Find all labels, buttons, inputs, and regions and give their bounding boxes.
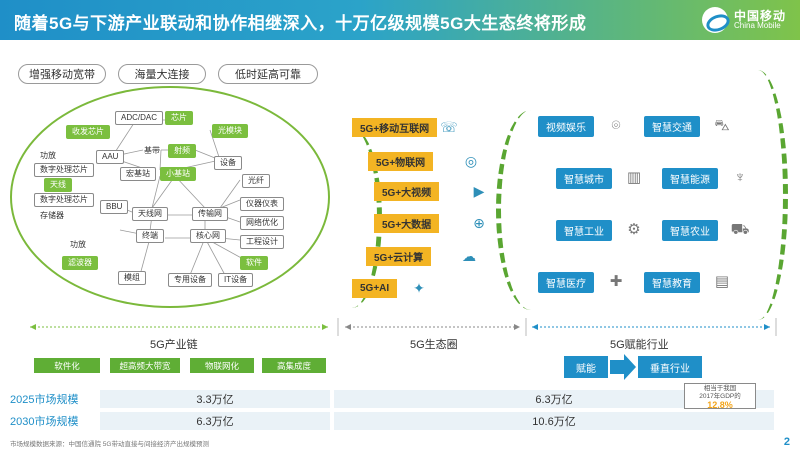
camera-icon: ⌾	[611, 117, 621, 134]
page-title: 随着5G与下游产业联动和协作相继深入，十万亿级规模5G大生态终将形成	[14, 14, 587, 33]
eco-mobile-internet: 5G+移动互联网	[352, 118, 438, 137]
logo-name-cn: 中国移动	[733, 8, 786, 23]
node-power-amp-2: 功放	[70, 240, 86, 249]
medical-kit-icon: ✚	[609, 273, 623, 290]
tractor-icon: ⛟	[730, 221, 750, 238]
eco-big-video: 5G+大视频	[374, 182, 440, 201]
node-adc-dac: ADC/DAC	[115, 111, 164, 125]
pill-urllc: 低时延高可靠	[218, 64, 318, 84]
pill-mmtc: 海量大连接	[118, 64, 206, 84]
mobile-icon: ☏	[440, 119, 458, 135]
node-antenna: 天线	[44, 178, 72, 192]
eco-big-data: 5G+大数据	[374, 214, 440, 233]
node-antenna-rf: 射频	[168, 144, 196, 158]
gdp-callout: 相当于我国 2017年GDP的 12.8%	[684, 383, 756, 410]
node-filter: 滤波器	[62, 256, 98, 270]
cell-bg	[334, 412, 774, 430]
node-chip: 芯片	[165, 111, 193, 125]
video-icon: ▶	[473, 183, 485, 199]
row-label-2030: 2030市场规模	[10, 416, 79, 428]
label-ecosphere: 5G生态圈	[410, 339, 458, 351]
industry-smart-agriculture: 智慧农业	[662, 220, 718, 241]
city-icon: ▥	[626, 169, 642, 186]
pill-embb: 增强移动宽带	[18, 64, 106, 84]
node-dedicated-equip: 专用设备	[168, 273, 212, 287]
node-meter: 仪器仪表	[240, 197, 284, 211]
cell-bg	[100, 412, 330, 430]
chip-iot: 物联网化	[190, 358, 254, 373]
node-module: 模组	[118, 271, 146, 285]
node-baseband: 基带	[144, 146, 160, 155]
chip-integration: 高集成度	[262, 358, 326, 373]
gdp-line2: 2017年GDP的	[699, 393, 741, 400]
table-row-2030: 2030市场规模 6.3万亿 10.6万亿	[10, 412, 780, 430]
data-globe-icon: ⊕	[473, 215, 485, 231]
chain-value-2025: 3.3万亿	[196, 394, 234, 406]
gdp-line1: 相当于我国	[703, 385, 737, 392]
node-storage: 存储器	[40, 211, 64, 220]
node-dsp-chip: 数字处理芯片	[34, 163, 94, 177]
node-eng-design: 工程设计	[240, 235, 284, 249]
node-terminal: 终端	[136, 229, 164, 243]
iot-icon: ◎	[464, 153, 478, 169]
node-software: 软件	[240, 256, 268, 270]
ai-icon: ✦	[413, 280, 425, 296]
gdp-percentage: 12.8%	[707, 400, 733, 410]
education-board-icon: ▤	[714, 273, 730, 290]
industry-smart-medical: 智慧医疗	[538, 272, 594, 293]
row-label-2025: 2025市场规模	[10, 394, 79, 406]
node-small-bs: 小基站	[160, 167, 196, 181]
node-core: 核心网	[190, 229, 226, 243]
enable-box: 赋能	[564, 356, 608, 378]
vertical-industry-box: 垂直行业	[638, 356, 702, 378]
page-number: 2	[783, 436, 790, 448]
cell-bg	[334, 390, 774, 408]
node-aau: AAU	[96, 150, 125, 164]
eco-cloud: 5G+云计算	[366, 247, 432, 266]
label-empower-industry: 5G赋能行业	[610, 339, 669, 351]
eco-iot: 5G+物联网	[368, 152, 434, 171]
cell-bg	[100, 390, 330, 408]
industry-smart-city: 智慧城市	[556, 168, 612, 189]
middle-dashed-arc	[496, 110, 566, 310]
eco-value-2030: 10.6万亿	[532, 416, 576, 428]
node-net-opt: 网络优化	[240, 216, 284, 230]
right-dashed-arc	[728, 70, 788, 320]
node-fiber: 光纤	[242, 174, 270, 188]
node-rf-chip: 收发芯片	[66, 125, 110, 139]
chain-value-2030: 6.3万亿	[196, 416, 234, 428]
industry-smart-traffic: 智慧交通	[644, 116, 700, 137]
label-industry-chain: 5G产业链	[150, 339, 198, 351]
industry-smart-energy: 智慧能源	[662, 168, 718, 189]
node-optical-module: 光模块	[212, 124, 248, 138]
footnote-source: 市场规模数据来源：中国信通院 5G带动直接与间接经济产出规模预测	[10, 441, 209, 448]
node-ran: 天线网	[132, 207, 168, 221]
car-icon: ⛍	[714, 117, 730, 134]
node-macro-bs: 宏基站	[120, 167, 156, 181]
industry-smart-education: 智慧教育	[644, 272, 700, 293]
eco-ai: 5G+AI	[352, 279, 398, 298]
eco-value-2025: 6.3万亿	[535, 394, 573, 406]
node-transport: 传输网	[192, 207, 228, 221]
chip-high-freq: 超高频大带宽	[110, 358, 180, 373]
chip-software: 软件化	[34, 358, 100, 373]
cloud-icon: ☁	[462, 248, 476, 264]
header-bar: 随着5G与下游产业联动和协作相继深入，十万亿级规模5G大生态终将形成 中国移动 …	[0, 0, 800, 40]
industry-smart-industry: 智慧工业	[556, 220, 612, 241]
node-bbu: BBU	[100, 200, 129, 214]
table-row-2025: 2025市场规模 3.3万亿 6.3万亿	[10, 390, 780, 408]
industry-video-entertainment: 视频娱乐	[538, 116, 594, 137]
logo-name-en: China Mobile	[733, 21, 781, 31]
node-dsp: 数字处理芯片	[34, 193, 94, 207]
node-power-amp: 功放	[40, 151, 56, 160]
node-equipment: 设备	[214, 156, 242, 170]
gear-icon: ⚙	[627, 221, 641, 238]
node-it-equip: IT设备	[218, 273, 254, 287]
china-mobile-logo: 中国移动 China Mobile	[701, 5, 786, 35]
china-mobile-logo-icon	[701, 7, 728, 33]
energy-tower-icon: ♆	[734, 169, 746, 186]
